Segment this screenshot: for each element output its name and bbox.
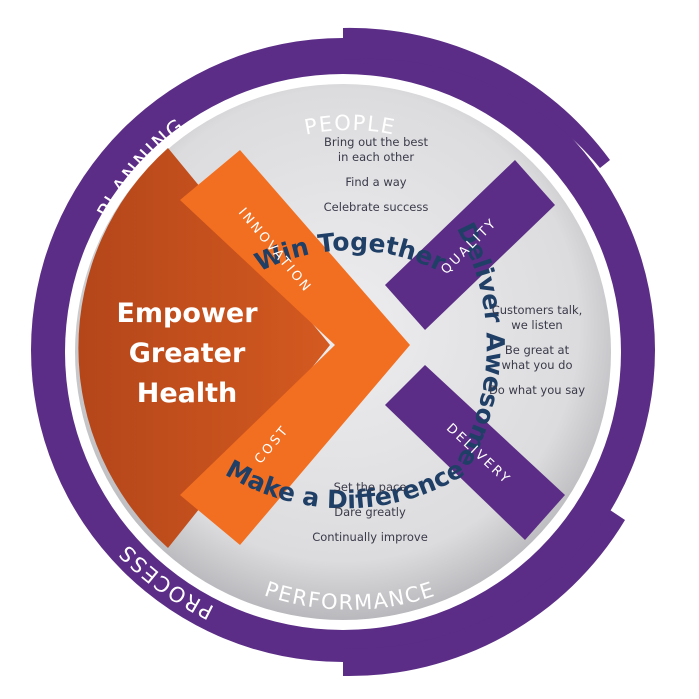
- center-title-line1: Empower: [116, 298, 258, 329]
- behavior-top-4: Celebrate success: [324, 200, 429, 214]
- center-segment: [78, 148, 330, 548]
- behavior-right-4: what you do: [501, 358, 572, 372]
- behavior-right-5: Do what you say: [489, 383, 585, 397]
- center-title-line2: Greater: [129, 338, 246, 369]
- center-title-line3: Health: [137, 378, 238, 409]
- behavior-right-1: Customers talk,: [492, 303, 583, 317]
- top-right-bracket-arc: [343, 27, 610, 168]
- bottom-right-bracket-arc: [343, 510, 625, 677]
- behavior-right-2: we listen: [511, 318, 562, 332]
- behavior-top-3: Find a way: [345, 175, 406, 189]
- behavior-bottom-2: Dare greatly: [334, 505, 406, 519]
- cost-band: [180, 345, 410, 545]
- behavior-bottom-1: Set the pace: [334, 480, 407, 494]
- behavior-top-1: Bring out the best: [324, 135, 428, 149]
- quality-band: [385, 160, 555, 330]
- innovation-band: [180, 150, 410, 345]
- delivery-band: [385, 365, 565, 540]
- behavior-right-3: Be great at: [505, 343, 570, 357]
- behavior-top-2: in each other: [338, 150, 414, 164]
- behavior-bottom-3: Continually improve: [312, 530, 428, 544]
